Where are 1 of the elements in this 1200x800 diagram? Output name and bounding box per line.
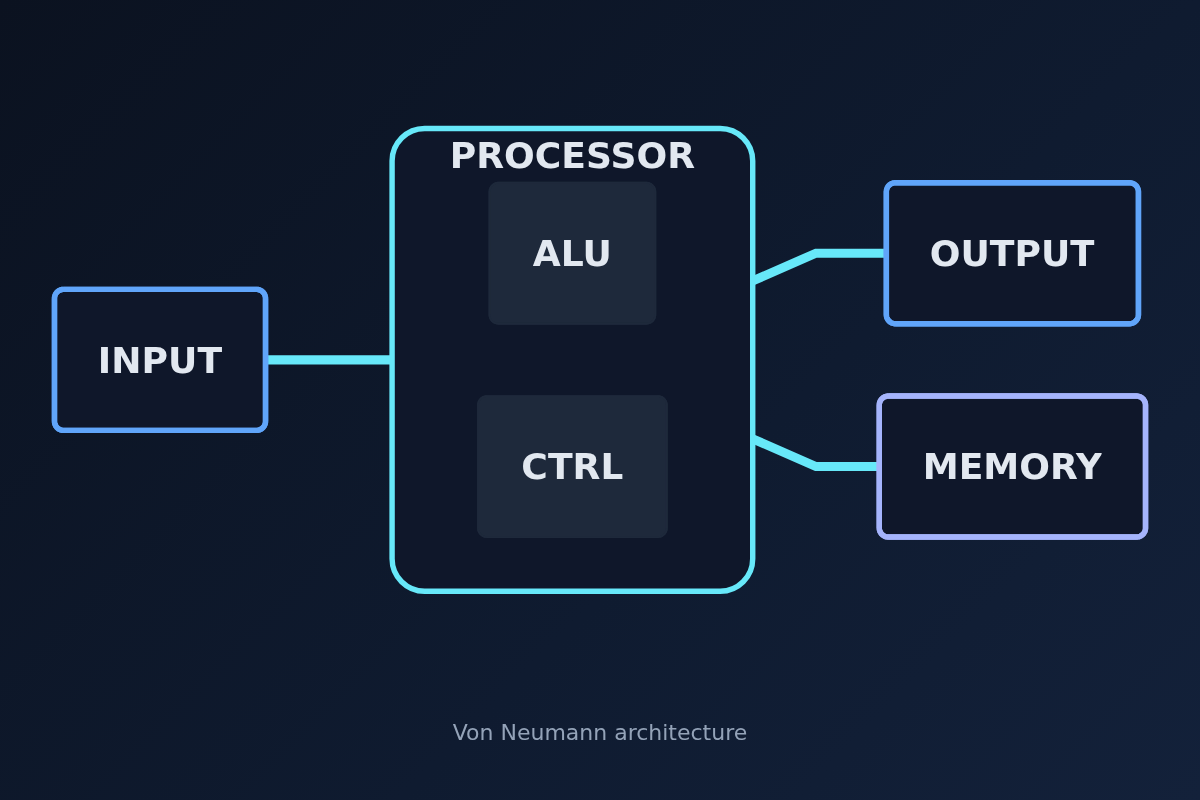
caption: Von Neumann architecture bbox=[452, 720, 748, 745]
